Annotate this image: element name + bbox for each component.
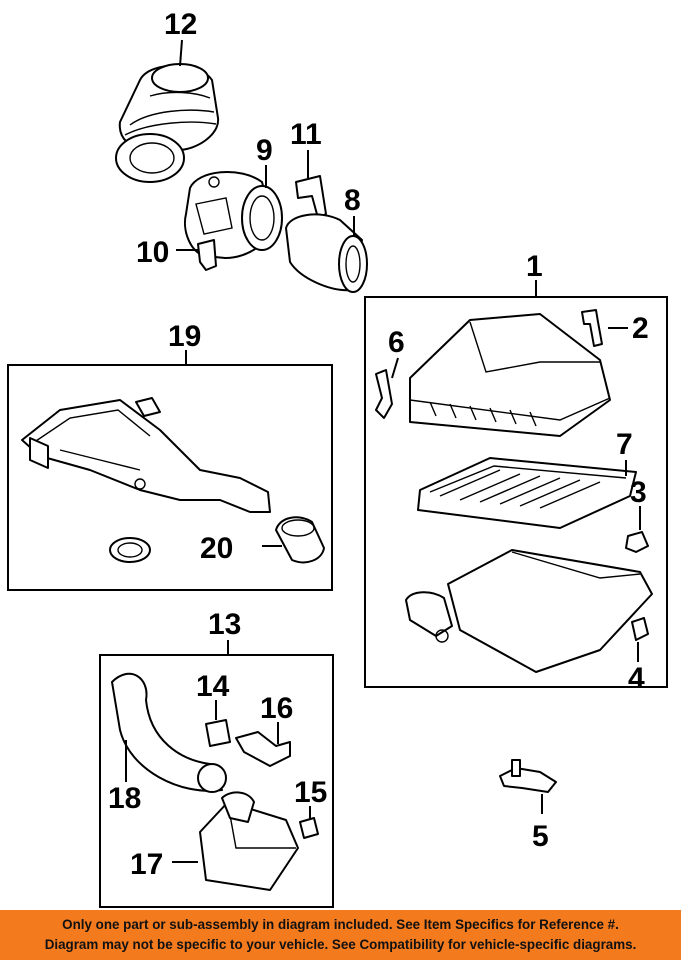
callout-4: 4 [628,662,645,695]
disclaimer-banner: Only one part or sub-assembly in diagram… [0,910,681,960]
callout-2: 2 [632,312,649,345]
callout-6: 6 [388,326,405,359]
callout-3: 3 [630,476,647,509]
part-10-clip [197,239,217,271]
part-2-bolt [581,309,603,347]
callout-5: 5 [532,820,549,853]
disclaimer-line-1: Only one part or sub-assembly in diagram… [62,917,619,932]
part-19-intake-duct [21,397,271,513]
callout-8: 8 [344,184,361,217]
callout-1: 1 [526,250,543,283]
part-18-hose [111,672,227,793]
duct-ring [109,537,151,563]
part-7-air-filter [417,457,637,529]
part-5-bracket [499,759,557,793]
callout-13: 13 [208,608,241,641]
parts-diagram: 12 9 11 8 10 1 2 6 7 3 4 5 19 20 13 14 1… [7,8,668,908]
part-6-clamp [375,369,393,419]
part-16-bracket [235,731,291,767]
air-cleaner-assembly-box [364,296,668,688]
part-15-clip [299,817,319,839]
part-17-resonator [199,791,299,891]
callout-11: 11 [290,118,322,151]
callout-15: 15 [294,776,327,809]
callout-17: 17 [130,848,163,881]
callout-19: 19 [168,320,201,353]
part-9-air-flow-meter [184,171,283,259]
callout-7: 7 [616,428,633,461]
callout-16: 16 [260,692,293,725]
part-14-bracket [205,719,231,747]
callout-20: 20 [200,532,233,565]
intake-duct-box [7,364,333,591]
callout-10: 10 [136,236,169,269]
part-3-nut [625,531,649,553]
callout-12: 12 [164,8,197,41]
part-20-seal [275,516,325,564]
resonator-assembly-box [99,654,334,908]
disclaimer-line-2: Diagram may not be specific to your vehi… [44,937,637,952]
part-4-grommet [631,617,649,641]
part-lower-air-cleaner-case [405,549,653,673]
callout-18: 18 [108,782,141,815]
part-11-bracket [295,175,327,219]
callout-14: 14 [196,670,230,703]
leader-12 [179,39,183,67]
leader-6 [391,357,399,379]
callout-9: 9 [256,134,273,167]
part-upper-air-cleaner-case [409,313,611,437]
part-12-resonator-hose [115,63,220,183]
